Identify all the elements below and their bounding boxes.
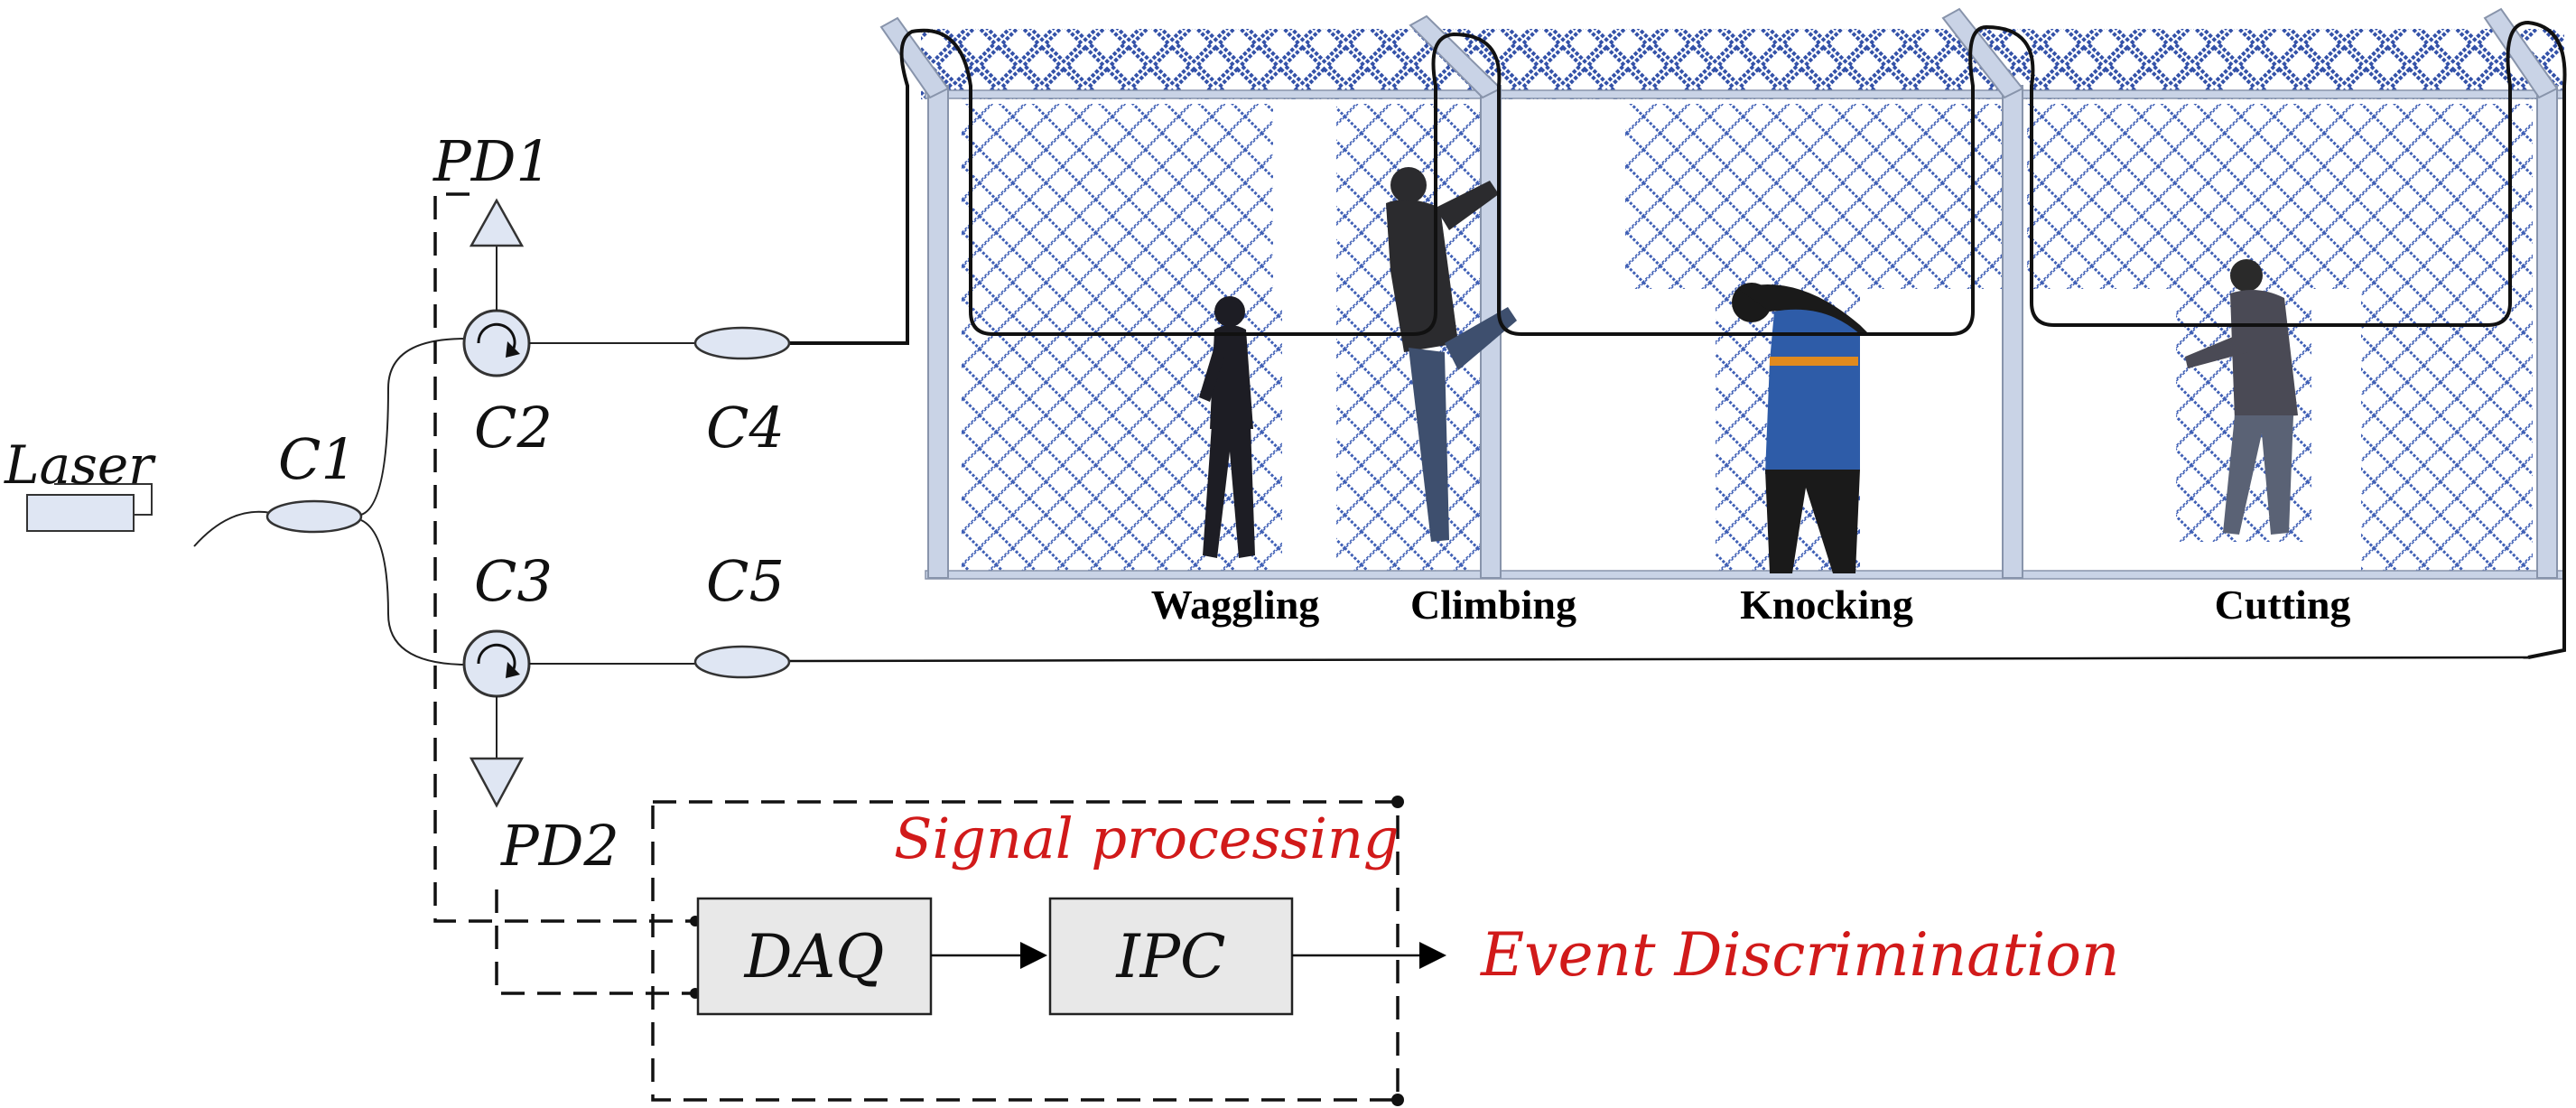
activity-label-climbing: Climbing bbox=[1410, 582, 1576, 628]
activity-label-cutting: Cutting bbox=[2215, 582, 2351, 628]
fence-bottom-rail bbox=[925, 570, 2565, 580]
fence-post-top bbox=[2483, 7, 2559, 99]
laser: Laser bbox=[4, 434, 156, 532]
fence-top-strip bbox=[921, 29, 2564, 99]
activity-label-waggling: Waggling bbox=[1151, 582, 1320, 628]
fence-post bbox=[2536, 85, 2558, 579]
box-corner-dot bbox=[1391, 1094, 1404, 1106]
fence-mesh-panel bbox=[2027, 104, 2533, 289]
photodetector-pd1: PD1 bbox=[432, 128, 552, 247]
person-cutting bbox=[2185, 259, 2298, 535]
photodetector-pd2-label: PD2 bbox=[500, 813, 619, 879]
circulator-c3-label: C3 bbox=[474, 548, 553, 614]
photodetector-pd1-label: PD1 bbox=[432, 128, 552, 194]
fence-post bbox=[2002, 85, 2023, 579]
fence-post-top bbox=[1941, 7, 2024, 99]
fence-top-rail bbox=[925, 89, 2565, 99]
fence-mesh-panel bbox=[1625, 104, 2004, 289]
person-knocking bbox=[1732, 283, 1869, 573]
event-discrimination-label: Event Discrimination bbox=[1480, 920, 2119, 990]
person-waggling bbox=[1199, 296, 1255, 558]
circulator-c3: C3 bbox=[462, 548, 553, 698]
daq-box: DAQ bbox=[696, 897, 933, 1016]
circulator-c2: C2 bbox=[462, 309, 553, 461]
fence-post bbox=[927, 85, 949, 579]
box-corner-dot bbox=[1391, 796, 1404, 808]
fence-mesh-panel bbox=[2361, 289, 2533, 573]
circulator-c2-label: C2 bbox=[474, 395, 553, 461]
laser-label: Laser bbox=[4, 434, 156, 496]
signal-path-pd1 bbox=[433, 192, 695, 923]
coupler-c5: C5 bbox=[693, 548, 791, 679]
ipc-box: IPC bbox=[1048, 897, 1294, 1016]
signal-path-pd2 bbox=[495, 889, 695, 995]
coupler-c5-label: C5 bbox=[706, 548, 785, 614]
coupler-c1-label: C1 bbox=[278, 426, 357, 492]
fence bbox=[879, 7, 2565, 580]
coupler-c1: C1 bbox=[265, 426, 363, 534]
fiber-loop-upper bbox=[790, 20, 2567, 659]
fiber-laser-to-c1 bbox=[193, 510, 272, 547]
coupler-c4-label: C4 bbox=[706, 395, 785, 461]
ipc-label: IPC bbox=[1116, 922, 1226, 992]
activity-label-knocking: Knocking bbox=[1740, 582, 1913, 628]
fiber-c1-to-c3 bbox=[360, 519, 466, 666]
signal-processing-box bbox=[651, 800, 1400, 1102]
signal-processing-label: Signal processing bbox=[894, 805, 1400, 871]
daq-label: DAQ bbox=[744, 922, 885, 992]
coupler-c4: C4 bbox=[693, 326, 791, 461]
fiber-lower bbox=[789, 656, 2529, 663]
fiber-c1-to-c2 bbox=[360, 338, 466, 516]
fence-post-top bbox=[879, 16, 950, 99]
photodetector-pd2: PD2 bbox=[469, 757, 619, 879]
